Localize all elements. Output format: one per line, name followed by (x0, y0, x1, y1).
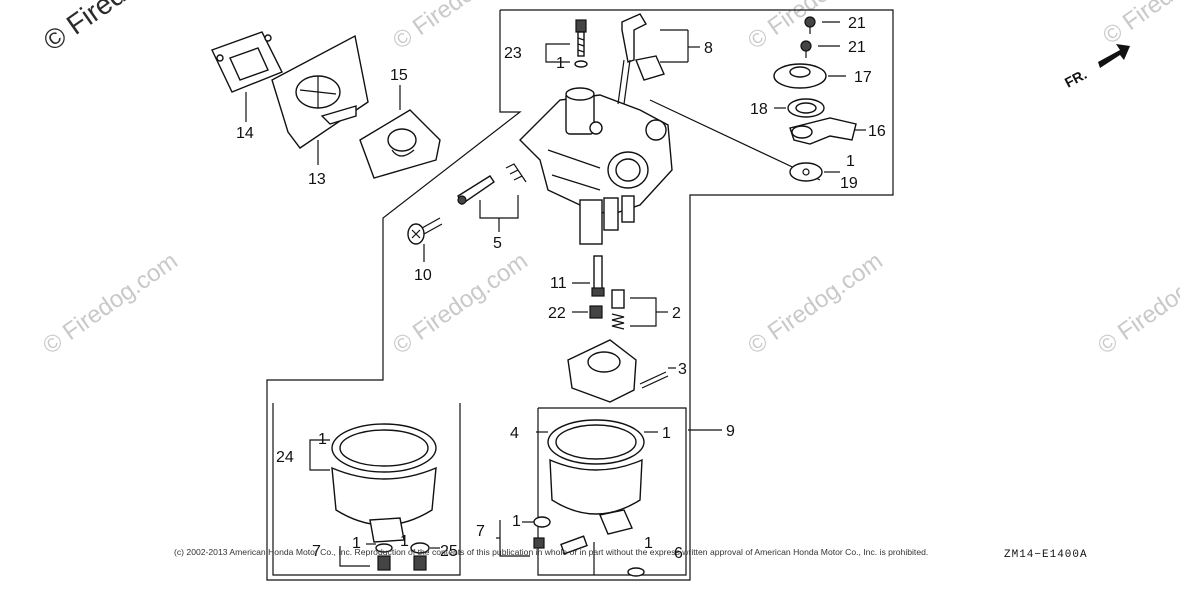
callout-14: 14 (236, 125, 254, 142)
part-24-float-chamber (309, 423, 437, 543)
part-4-float-chamber (536, 419, 658, 535)
callout-1: 1 (352, 535, 361, 552)
callout-6: 6 (674, 545, 683, 562)
watermark-corner: © Firedo (38, 0, 144, 57)
callout-7: 7 (476, 523, 485, 540)
part-17-cover (773, 63, 846, 89)
part-15-gasket (359, 85, 441, 179)
part-5-throttle-stop (457, 163, 527, 232)
watermark: © Firedog.com (743, 0, 888, 55)
callout-25: 25 (440, 543, 458, 560)
callout-10: 10 (414, 267, 432, 284)
callout-7: 7 (312, 543, 321, 560)
svg-text:FR.: FR. (1062, 66, 1089, 91)
callout-8: 8 (704, 40, 713, 57)
callout-1: 1 (846, 153, 855, 170)
callout-16: 16 (868, 123, 886, 140)
callout-21: 21 (848, 15, 866, 32)
part-11-main-nozzle (572, 255, 605, 297)
carburetor-body (519, 87, 673, 245)
callout-1: 1 (512, 513, 521, 530)
part-22-main-jet (572, 305, 603, 319)
callout-1: 1 (556, 55, 565, 72)
callout-9: 9 (726, 423, 735, 440)
watermark: © Firedog.com (743, 247, 888, 360)
part-16-lever (789, 117, 866, 145)
callout-15: 15 (390, 67, 408, 84)
callout-1: 1 (644, 535, 653, 552)
drain-screws (339, 516, 645, 577)
callout-24: 24 (276, 449, 294, 466)
callout-13: 13 (308, 171, 326, 188)
callout-18: 18 (750, 101, 768, 118)
callout-labels: 23 1 8 21 21 17 18 16 1 19 15 14 13 5 10… (236, 15, 886, 562)
watermark: © Firedog.com (1098, 0, 1180, 50)
diagram-code: ZM14−E1400A (1004, 549, 1088, 561)
callout-23: 23 (504, 45, 522, 62)
part-14-gasket (211, 31, 283, 122)
part-8-choke-lever (617, 13, 700, 105)
part-19-washer (789, 162, 840, 182)
callout-1: 1 (400, 533, 409, 550)
callout-21: 21 (848, 39, 866, 56)
copyright-notice: (c) 2002-2013 American Honda Motor Co., … (174, 547, 928, 557)
part-3-float (567, 339, 676, 403)
part-21-screws (800, 16, 840, 58)
front-arrow-icon: FR. (1062, 44, 1130, 91)
watermark: © Firedog.com (38, 247, 183, 360)
callout-1: 1 (318, 431, 327, 448)
callout-19: 19 (840, 175, 858, 192)
watermark: © Firedog.com (388, 247, 533, 360)
callout-1: 1 (662, 425, 671, 442)
callout-17: 17 (854, 69, 872, 86)
part-2-float-valve (611, 289, 668, 330)
callout-3: 3 (678, 361, 687, 378)
callout-2: 2 (672, 305, 681, 322)
callout-22: 22 (548, 305, 566, 322)
watermark: © Firedog.com (1093, 247, 1180, 360)
part-18-gasket (774, 98, 825, 118)
callout-11: 11 (550, 275, 567, 292)
part-10-screw (407, 217, 443, 262)
callout-5: 5 (493, 235, 502, 252)
callout-4: 4 (510, 425, 519, 442)
part-13-insulator (271, 34, 369, 165)
part-23-pilot-screw (545, 19, 588, 68)
